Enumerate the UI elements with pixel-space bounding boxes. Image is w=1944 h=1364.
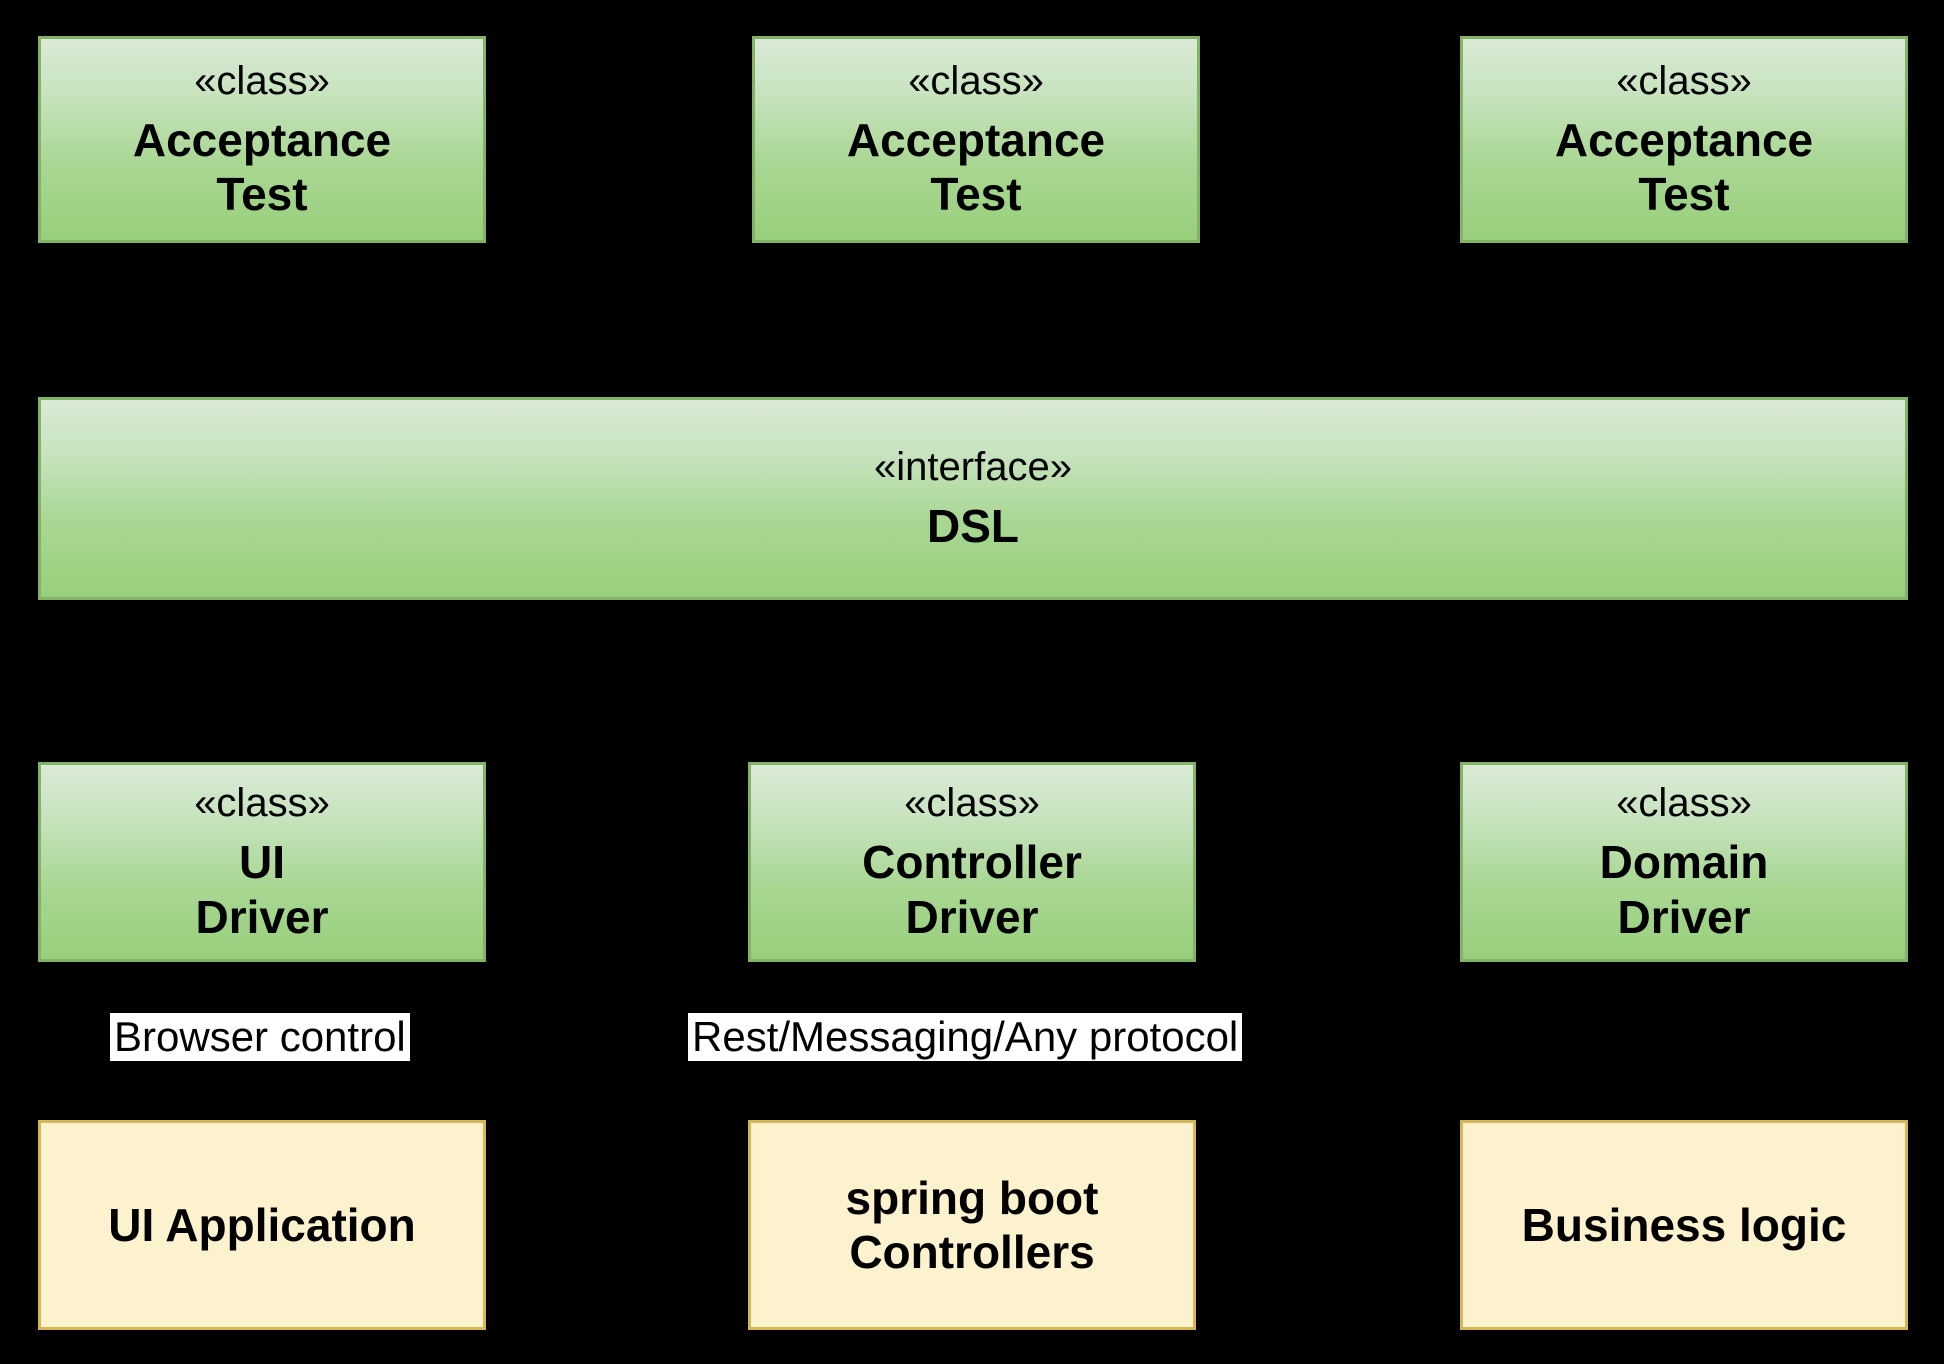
connector-domain-driver-to-business-logic (1685, 962, 1688, 1120)
ui-application-box[interactable]: UI Application (38, 1120, 486, 1330)
node-title-line-1: Acceptance (1554, 113, 1814, 166)
spring-boot-controllers-box[interactable]: spring boot Controllers (748, 1120, 1196, 1330)
node-title-line-1: Domain (1599, 836, 1769, 889)
edge-label-rest-messaging-any-protocol: Rest/Messaging/Any protocol (688, 1013, 1243, 1062)
stereotype-label: «class» (1616, 58, 1752, 103)
node-title-line-1: spring boot (845, 1171, 1099, 1224)
node-title-line-2: Controllers (849, 1226, 1095, 1278)
connector-dsl-to-ui-driver (259, 600, 262, 762)
domain-driver-box[interactable]: «class» Domain Driver (1460, 762, 1908, 962)
node-title: UI Application (108, 1198, 416, 1252)
node-title-line-1: Business logic (1521, 1198, 1847, 1251)
acceptance-test-box-2[interactable]: «class» Acceptance Test (752, 36, 1200, 243)
node-title: Controller Driver (862, 835, 1082, 944)
ui-driver-box[interactable]: «class» UI Driver (38, 762, 486, 962)
node-title-line-2: Driver (1617, 890, 1751, 943)
connector-dsl-to-domain-driver (1685, 600, 1688, 762)
node-title-line-1: UI (239, 836, 285, 889)
node-title: Acceptance Test (133, 113, 391, 222)
node-title: Business logic (1522, 1198, 1847, 1252)
node-title: DSL (927, 499, 1019, 553)
node-title-line-2: Test (930, 168, 1022, 221)
stereotype-label: «class» (1616, 781, 1752, 826)
node-title: Acceptance Test (847, 113, 1105, 222)
node-title-line-2: Driver (195, 890, 329, 943)
node-title-line-1: Acceptance (132, 113, 392, 166)
acceptance-test-box-1[interactable]: «class» Acceptance Test (38, 36, 486, 243)
node-title-line-1: DSL (927, 499, 1019, 552)
connector-test3-to-dsl (1685, 243, 1688, 397)
stereotype-label: «interface» (874, 444, 1072, 489)
stereotype-label: «class» (904, 781, 1040, 826)
business-logic-box[interactable]: Business logic (1460, 1120, 1908, 1330)
connector-dsl-to-controller-driver (973, 600, 976, 762)
node-title-line-1: Controller (862, 836, 1082, 889)
node-title: spring boot Controllers (846, 1171, 1099, 1280)
node-title: UI Driver (196, 835, 329, 944)
node-title: Domain Driver (1600, 835, 1769, 944)
node-title-line-2: Test (216, 168, 308, 221)
node-title-line-1: UI Application (108, 1198, 416, 1251)
edge-label-browser-control: Browser control (110, 1013, 410, 1062)
dsl-interface-box[interactable]: «interface» DSL (38, 397, 1908, 600)
stereotype-label: «class» (194, 58, 330, 103)
node-title-line-2: Test (1638, 168, 1730, 221)
node-title-line-2: Driver (905, 890, 1039, 943)
controller-driver-box[interactable]: «class» Controller Driver (748, 762, 1196, 962)
stereotype-label: «class» (194, 781, 330, 826)
stereotype-label: «class» (908, 58, 1044, 103)
acceptance-test-box-3[interactable]: «class» Acceptance Test (1460, 36, 1908, 243)
connector-test2-to-dsl (973, 243, 976, 397)
node-title: Acceptance Test (1555, 113, 1813, 222)
node-title-line-1: Acceptance (846, 113, 1106, 166)
connector-test1-to-dsl (259, 243, 262, 397)
